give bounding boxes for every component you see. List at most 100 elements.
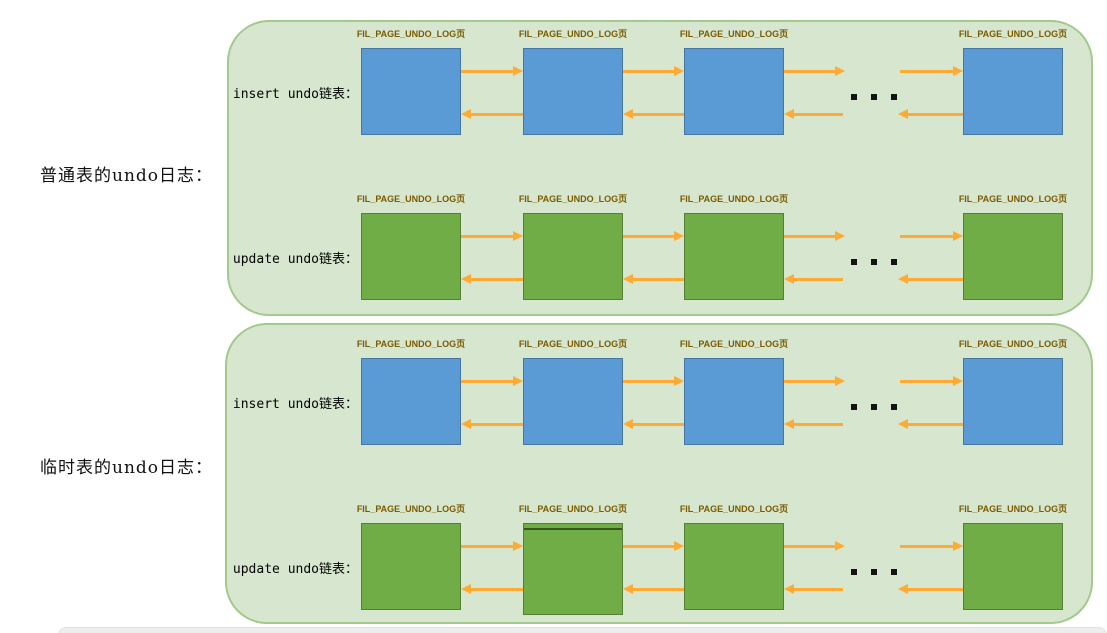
next-page-arrow-head bbox=[513, 541, 523, 551]
next-page-arrow-head bbox=[953, 66, 963, 76]
next-page-arrow-line bbox=[900, 544, 954, 548]
undo-page-box bbox=[684, 358, 784, 445]
prev-page-arrow-line bbox=[632, 112, 684, 116]
prev-page-arrow-head bbox=[461, 584, 471, 594]
page-label: FIL_PAGE_UNDO_LOG页 bbox=[356, 194, 466, 204]
prev-page-arrow-head bbox=[461, 109, 471, 119]
page-label: FIL_PAGE_UNDO_LOG页 bbox=[958, 194, 1068, 204]
prev-page-arrow-head bbox=[623, 584, 633, 594]
undo-page-box bbox=[361, 523, 461, 610]
prev-page-arrow-head bbox=[898, 109, 908, 119]
next-page-arrow-head bbox=[674, 66, 684, 76]
next-page-arrow-head bbox=[953, 231, 963, 241]
prev-page-arrow-head bbox=[784, 274, 794, 284]
next-page-arrow-line bbox=[900, 69, 954, 73]
next-page-arrow-line bbox=[623, 544, 675, 548]
undo-page-box bbox=[523, 523, 623, 615]
next-page-arrow-line bbox=[461, 544, 514, 548]
prev-page-arrow-line bbox=[470, 112, 523, 116]
prev-page-arrow-line bbox=[793, 587, 843, 591]
next-page-arrow-head bbox=[674, 231, 684, 241]
next-page-arrow-head bbox=[835, 376, 845, 386]
prev-page-arrow-head bbox=[623, 419, 633, 429]
next-page-arrow-line bbox=[461, 234, 514, 238]
next-page-arrow-line bbox=[784, 544, 836, 548]
prev-page-arrow-head bbox=[784, 109, 794, 119]
next-page-arrow-head bbox=[835, 541, 845, 551]
prev-page-arrow-line bbox=[470, 587, 523, 591]
prev-page-arrow-line bbox=[632, 587, 684, 591]
next-page-arrow-line bbox=[461, 69, 514, 73]
undo-page-box bbox=[684, 48, 784, 135]
ellipsis-dot bbox=[891, 94, 897, 100]
page-label: FIL_PAGE_UNDO_LOG页 bbox=[958, 504, 1068, 514]
page-label: FIL_PAGE_UNDO_LOG页 bbox=[518, 29, 628, 39]
next-page-arrow-head bbox=[674, 376, 684, 386]
next-page-arrow-line bbox=[623, 69, 675, 73]
undo-page-box bbox=[963, 358, 1063, 445]
prev-page-arrow-line bbox=[907, 422, 963, 426]
undo-page-box bbox=[361, 358, 461, 445]
page-label: FIL_PAGE_UNDO_LOG页 bbox=[679, 339, 789, 349]
undo-page-box bbox=[523, 213, 623, 300]
page-label: FIL_PAGE_UNDO_LOG页 bbox=[679, 504, 789, 514]
chain-label: update undo链表： bbox=[232, 561, 358, 577]
page-label: FIL_PAGE_UNDO_LOG页 bbox=[518, 339, 628, 349]
prev-page-arrow-line bbox=[907, 587, 963, 591]
next-page-arrow-head bbox=[513, 66, 523, 76]
chain-label: insert undo链表： bbox=[232, 86, 358, 102]
prev-page-arrow-line bbox=[632, 422, 684, 426]
ellipsis-dot bbox=[891, 404, 897, 410]
undo-page-box bbox=[523, 48, 623, 135]
prev-page-arrow-head bbox=[784, 584, 794, 594]
prev-page-arrow-head bbox=[623, 274, 633, 284]
page-label: FIL_PAGE_UNDO_LOG页 bbox=[679, 194, 789, 204]
ellipsis-dot bbox=[891, 259, 897, 265]
undo-page-box bbox=[361, 213, 461, 300]
ellipsis-dot bbox=[851, 404, 857, 410]
next-page-arrow-line bbox=[461, 379, 514, 383]
prev-page-arrow-head bbox=[461, 419, 471, 429]
next-page-arrow-head bbox=[513, 231, 523, 241]
prev-page-arrow-line bbox=[632, 277, 684, 281]
next-page-arrow-head bbox=[953, 541, 963, 551]
ellipsis-dot bbox=[891, 569, 897, 575]
undo-page-box bbox=[963, 48, 1063, 135]
next-page-arrow-line bbox=[784, 379, 836, 383]
undo-page-box bbox=[361, 48, 461, 135]
undo-page-box bbox=[963, 523, 1063, 610]
next-page-arrow-head bbox=[674, 541, 684, 551]
page-label: FIL_PAGE_UNDO_LOG页 bbox=[958, 29, 1068, 39]
prev-page-arrow-line bbox=[907, 277, 963, 281]
next-page-edge bbox=[58, 627, 1107, 633]
page-label: FIL_PAGE_UNDO_LOG页 bbox=[958, 339, 1068, 349]
prev-page-arrow-line bbox=[907, 112, 963, 116]
prev-page-arrow-head bbox=[898, 274, 908, 284]
prev-page-arrow-head bbox=[623, 109, 633, 119]
next-page-arrow-line bbox=[623, 234, 675, 238]
prev-page-arrow-line bbox=[793, 112, 843, 116]
page-header-line bbox=[524, 528, 622, 530]
next-page-arrow-line bbox=[900, 379, 954, 383]
next-page-arrow-line bbox=[623, 379, 675, 383]
prev-page-arrow-line bbox=[793, 277, 843, 281]
prev-page-arrow-line bbox=[470, 277, 523, 281]
next-page-arrow-head bbox=[835, 231, 845, 241]
undo-page-box bbox=[523, 358, 623, 445]
next-page-arrow-line bbox=[900, 234, 954, 238]
page-label: FIL_PAGE_UNDO_LOG页 bbox=[518, 504, 628, 514]
group-title-temp-table: 临时表的undo日志： bbox=[40, 458, 214, 478]
ellipsis-dot bbox=[871, 404, 877, 410]
chain-label: update undo链表： bbox=[232, 251, 358, 267]
ellipsis-dot bbox=[871, 259, 877, 265]
prev-page-arrow-line bbox=[793, 422, 843, 426]
undo-page-box bbox=[963, 213, 1063, 300]
ellipsis-dot bbox=[871, 94, 877, 100]
ellipsis-dot bbox=[851, 259, 857, 265]
page-label: FIL_PAGE_UNDO_LOG页 bbox=[679, 29, 789, 39]
page-label: FIL_PAGE_UNDO_LOG页 bbox=[518, 194, 628, 204]
undo-page-box bbox=[684, 523, 784, 610]
page-label: FIL_PAGE_UNDO_LOG页 bbox=[356, 339, 466, 349]
prev-page-arrow-head bbox=[784, 419, 794, 429]
